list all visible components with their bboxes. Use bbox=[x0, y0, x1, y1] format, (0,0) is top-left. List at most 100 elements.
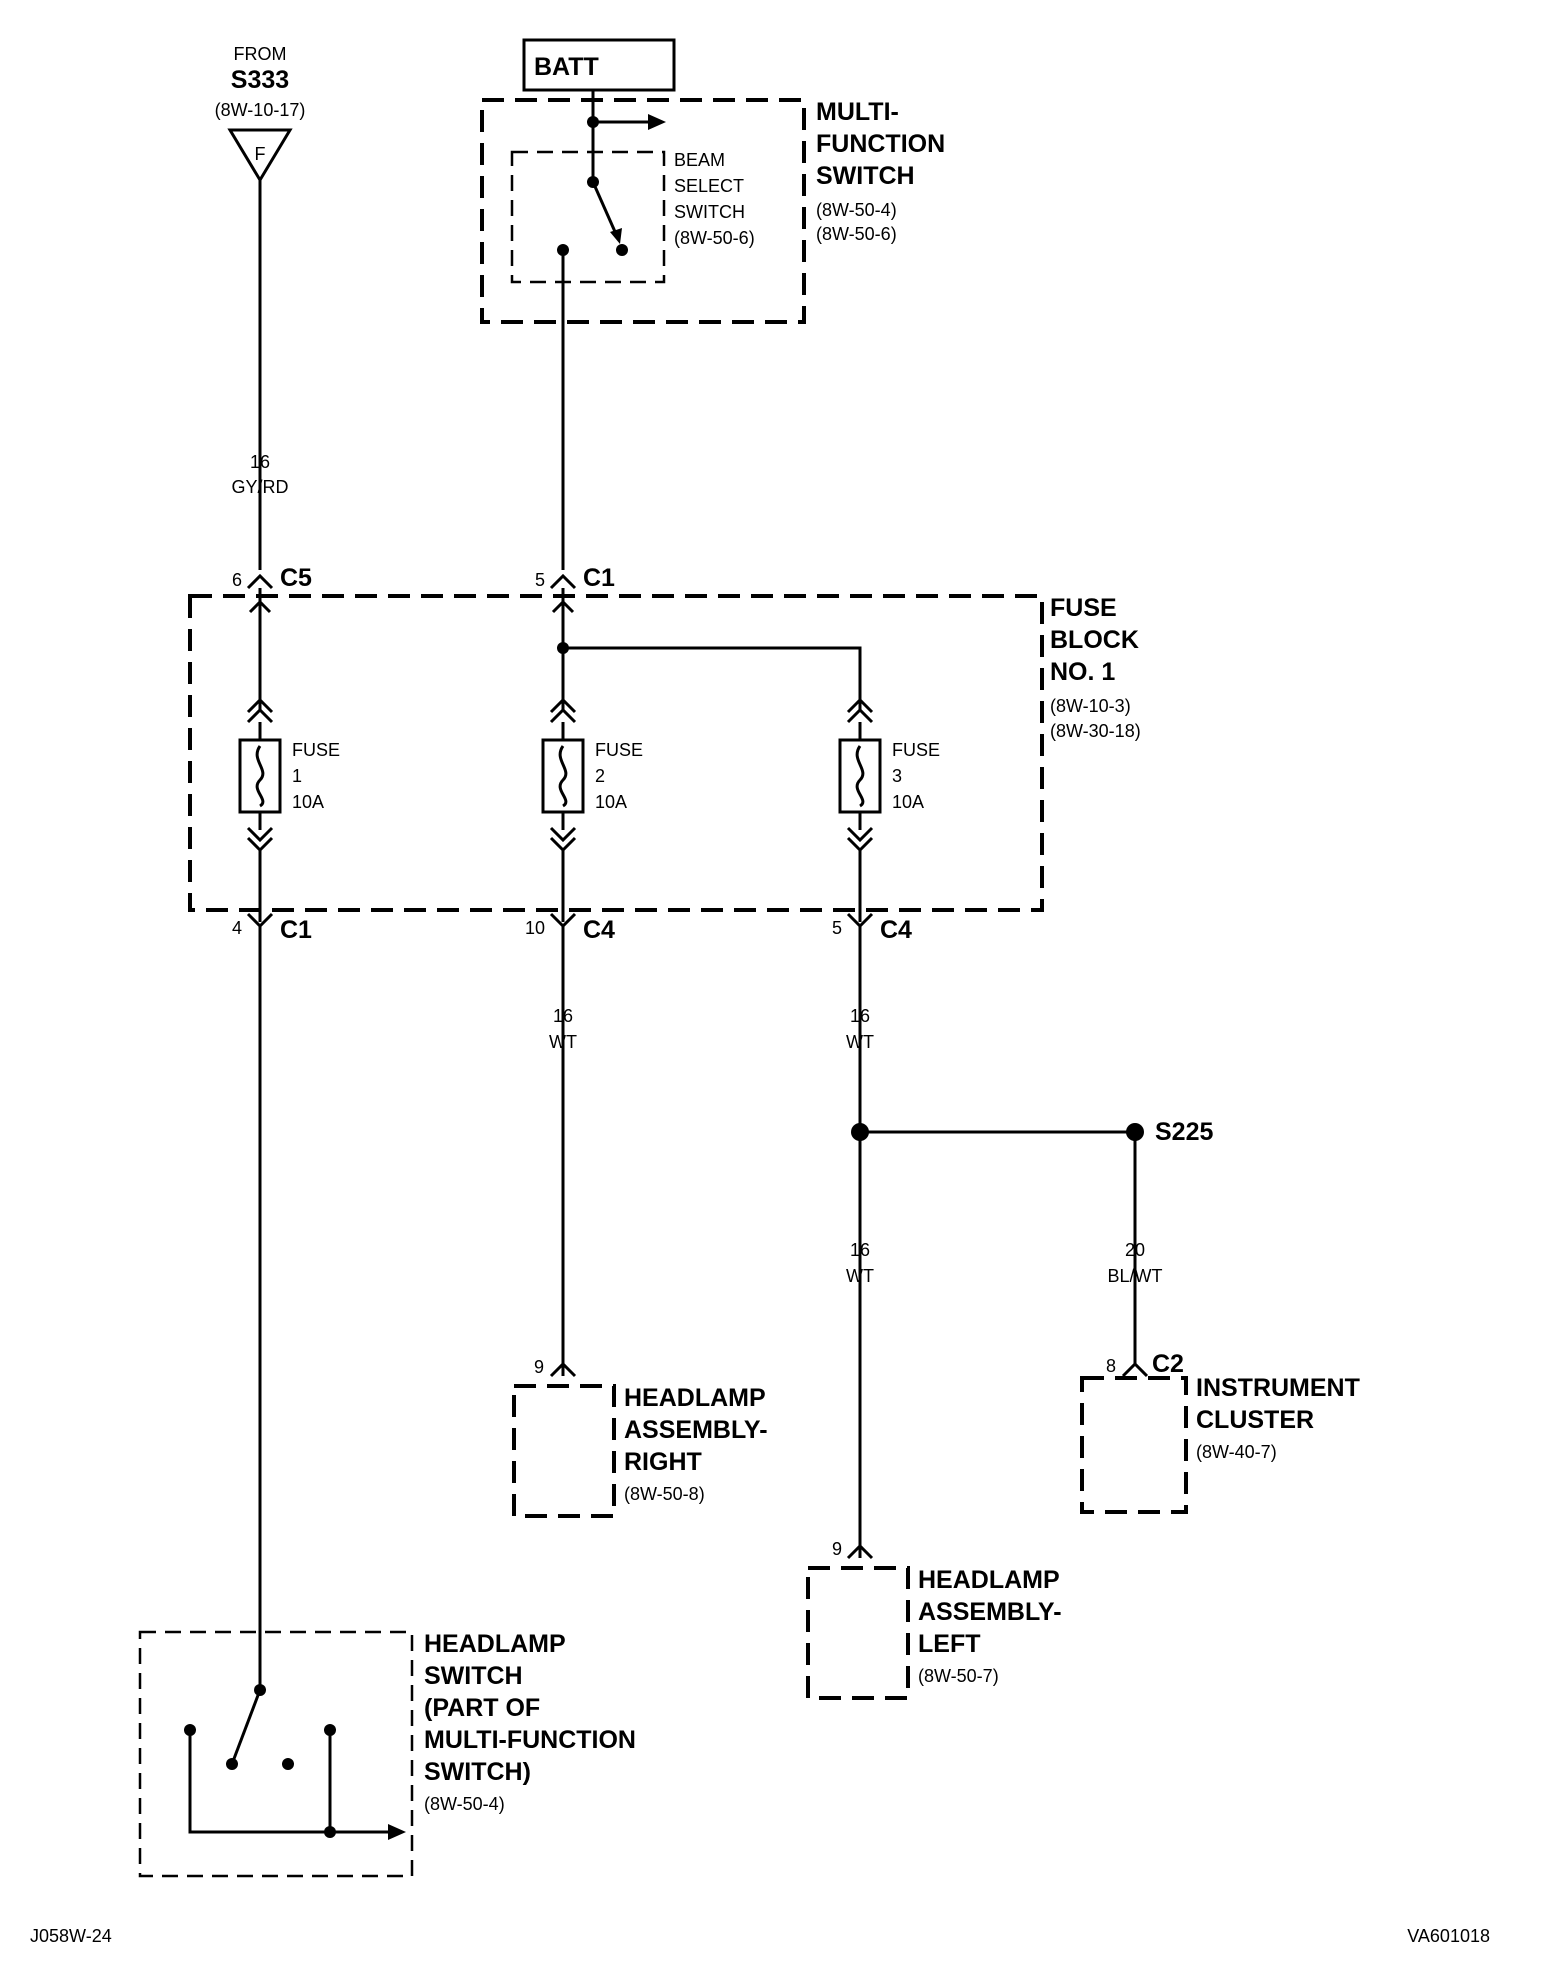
hl-switch-ref: (8W-50-4) bbox=[424, 1794, 505, 1814]
fuse-3-body-icon bbox=[838, 738, 882, 814]
connector-f-label: F bbox=[255, 144, 266, 164]
cluster-conn: C2 bbox=[1152, 1350, 1184, 1378]
wire-cluster-gauge: 20 bbox=[1125, 1240, 1145, 1260]
hl-right-ref: (8W-50-8) bbox=[624, 1484, 705, 1504]
s333-source: FROM S333 (8W-10-17) F bbox=[215, 44, 306, 183]
c4-name-a: C4 bbox=[583, 916, 615, 944]
hl-left-label-2: ASSEMBLY- bbox=[918, 1598, 1062, 1626]
s225-label: S225 bbox=[1155, 1118, 1213, 1146]
beam-select-switch-icon bbox=[557, 100, 666, 256]
multi-function-switch-box bbox=[480, 98, 806, 324]
wire-fuse3-color: WT bbox=[846, 1032, 874, 1052]
fuse-1-label: FUSE bbox=[292, 740, 340, 760]
beam-label-1: BEAM bbox=[674, 150, 725, 170]
c1-out-name: C1 bbox=[280, 916, 312, 944]
footer-left-code: J058W-24 bbox=[30, 1926, 112, 1946]
fuse-2-label: FUSE bbox=[595, 740, 643, 760]
footer-right-code: VA601018 bbox=[1407, 1926, 1490, 1946]
fuse-3-rating: 10A bbox=[892, 792, 924, 812]
beam-ref: (8W-50-6) bbox=[674, 228, 755, 248]
batt-label: BATT bbox=[534, 53, 599, 81]
beam-label-2: SELECT bbox=[674, 176, 744, 196]
c1-in-name: C1 bbox=[583, 564, 615, 592]
s333-splice-label: S333 bbox=[231, 66, 289, 94]
hl-left-ref: (8W-50-7) bbox=[918, 1666, 999, 1686]
hl-right-label-3: RIGHT bbox=[624, 1448, 702, 1476]
fuse-2-body-icon bbox=[541, 738, 585, 814]
c1-out-pin: 4 bbox=[232, 918, 242, 938]
c4-pin10: 10 bbox=[525, 918, 545, 938]
wire-s333-color: GY/RD bbox=[231, 477, 288, 497]
wire-fuse2-color: WT bbox=[549, 1032, 577, 1052]
wire-fuse2-gauge: 16 bbox=[553, 1006, 573, 1026]
mfs-ref-2: (8W-50-6) bbox=[816, 224, 897, 244]
connector-c4-pin5: 5 C4 bbox=[832, 912, 912, 944]
wire-left-color: WT bbox=[846, 1266, 874, 1286]
hl-switch-label-4: MULTI-FUNCTION bbox=[424, 1726, 636, 1754]
arrow-up-icon bbox=[248, 599, 272, 614]
fuse-block-title-1: FUSE bbox=[1050, 594, 1117, 622]
cluster-label-2: CLUSTER bbox=[1196, 1406, 1314, 1434]
hl-left-box bbox=[806, 1566, 910, 1700]
hl-right-box bbox=[512, 1384, 616, 1518]
s333-ref: (8W-10-17) bbox=[215, 100, 306, 120]
fuse-3: FUSE 3 10A bbox=[838, 697, 940, 853]
c5-pin: 6 bbox=[232, 570, 242, 590]
mfs-title-2: FUNCTION bbox=[816, 130, 945, 158]
cluster-label-1: INSTRUMENT bbox=[1196, 1374, 1360, 1402]
hl-right-pin: 9 bbox=[534, 1357, 544, 1377]
fuse-1: FUSE 1 10A bbox=[238, 697, 340, 853]
from-label: FROM bbox=[234, 44, 287, 64]
connector-c5-pin6: 6 C5 bbox=[232, 564, 312, 592]
connector-c4-pin10: 10 C4 bbox=[525, 912, 615, 944]
fuse-block-ref-1: (8W-10-3) bbox=[1050, 696, 1131, 716]
fuse-2-rating: 10A bbox=[595, 792, 627, 812]
cluster-pin: 8 bbox=[1106, 1356, 1116, 1376]
fuse-block-box bbox=[188, 594, 1044, 912]
arrow-up-icon bbox=[551, 599, 575, 614]
headlamp-assembly-right: 9 HEADLAMP ASSEMBLY- RIGHT (8W-50-8) bbox=[512, 1357, 768, 1518]
cluster-box bbox=[1080, 1376, 1188, 1514]
headlamp-switch: HEADLAMP SWITCH (PART OF MULTI-FUNCTION … bbox=[138, 1630, 636, 1878]
hl-switch-label-2: SWITCH bbox=[424, 1662, 523, 1690]
wire-cluster-color: BL/WT bbox=[1107, 1266, 1162, 1286]
wire-s333-gauge: 16 bbox=[250, 452, 270, 472]
hl-left-label-3: LEFT bbox=[918, 1630, 981, 1658]
fuse-2-number: 2 bbox=[595, 766, 605, 786]
mfs-title-3: SWITCH bbox=[816, 162, 915, 190]
connector-c1-pin5: 5 C1 bbox=[535, 564, 615, 592]
c4-name-b: C4 bbox=[880, 916, 912, 944]
junction-dot bbox=[557, 642, 569, 654]
headlamp-switch-contacts-icon bbox=[184, 1684, 406, 1840]
fuse-block-ref-2: (8W-30-18) bbox=[1050, 721, 1141, 741]
wire-fuse3-gauge: 16 bbox=[850, 1006, 870, 1026]
hl-right-label-2: ASSEMBLY- bbox=[624, 1416, 768, 1444]
fuse-1-number: 1 bbox=[292, 766, 302, 786]
c1-in-pin: 5 bbox=[535, 570, 545, 590]
fuse-3-label: FUSE bbox=[892, 740, 940, 760]
cluster-ref: (8W-40-7) bbox=[1196, 1442, 1277, 1462]
fuse-1-rating: 10A bbox=[292, 792, 324, 812]
fuse-1-body-icon bbox=[238, 738, 282, 814]
headlamp-assembly-left: 9 HEADLAMP ASSEMBLY- LEFT (8W-50-7) bbox=[806, 1539, 1062, 1700]
fuse-block-title-3: NO. 1 bbox=[1050, 658, 1115, 686]
c5-name: C5 bbox=[280, 564, 312, 592]
instrument-cluster: 8 C2 INSTRUMENT CLUSTER (8W-40-7) bbox=[1080, 1350, 1360, 1514]
fuse-2: FUSE 2 10A bbox=[541, 697, 643, 853]
mfs-title-1: MULTI- bbox=[816, 98, 899, 126]
hl-left-label-1: HEADLAMP bbox=[918, 1566, 1060, 1594]
c4-pin5: 5 bbox=[832, 918, 842, 938]
connector-f-triangle-icon bbox=[227, 128, 293, 183]
headlamp-switch-box bbox=[138, 1630, 414, 1878]
hl-switch-label-5: SWITCH) bbox=[424, 1758, 531, 1786]
mfs-ref-1: (8W-50-4) bbox=[816, 200, 897, 220]
beam-label-3: SWITCH bbox=[674, 202, 745, 222]
batt-box bbox=[522, 38, 676, 92]
hl-switch-label-3: (PART OF bbox=[424, 1694, 540, 1722]
hl-switch-label-1: HEADLAMP bbox=[424, 1630, 566, 1658]
wire-bus-to-fuse3 bbox=[563, 646, 862, 712]
wire-left-gauge: 16 bbox=[850, 1240, 870, 1260]
hl-left-pin: 9 bbox=[832, 1539, 842, 1559]
fuse-3-number: 3 bbox=[892, 766, 902, 786]
